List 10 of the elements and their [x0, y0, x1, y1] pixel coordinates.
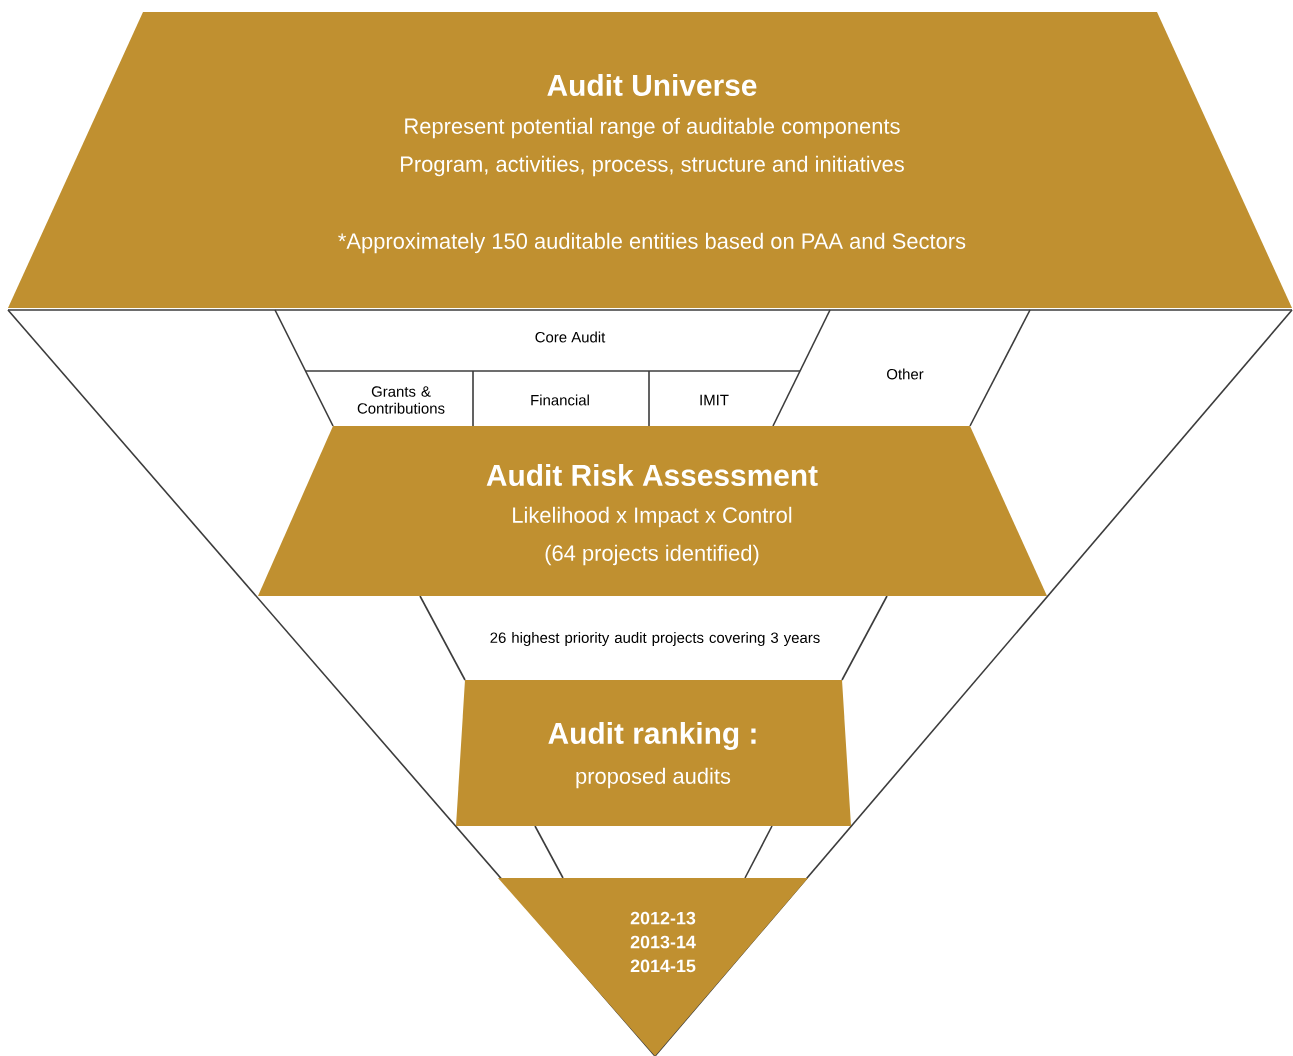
section-label: Core Audit [535, 331, 606, 343]
section-label: IMIT [700, 394, 729, 406]
section-label: 26 highest priority audit projects covering 3 years [490, 632, 820, 646]
funnel-band: Audit ranking : proposed audits [456, 680, 851, 826]
funnel-band: Audit Risk Assessment Likelihood x Impact x Control (64 projects identified) [258, 426, 1047, 596]
funnel-tip: 2012-13 2013-14 2014-15 [498, 878, 808, 1056]
section-label: Grants & Contributions [357, 386, 445, 414]
funnel-band: Audit Universe Represent potential range of auditable components Program, activities, process, structure and initiatives *Approximately 150 auditable entities based on PAA and Sectors [8, 12, 1292, 308]
section-label: Other [887, 368, 924, 380]
section-label: Financial [531, 394, 589, 406]
